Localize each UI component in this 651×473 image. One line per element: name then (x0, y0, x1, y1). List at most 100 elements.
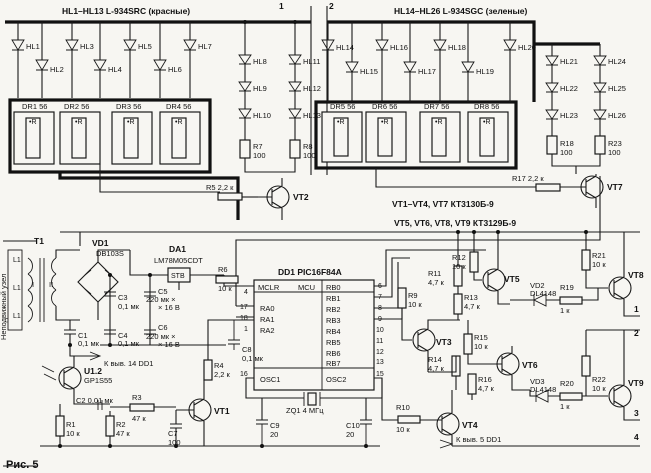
r5-resistor (217, 192, 243, 201)
dr8-mark: •R (483, 119, 491, 126)
dr5-mark: •R (337, 119, 345, 126)
r1-resistor (55, 415, 65, 437)
r3-value: 47 к (132, 414, 146, 423)
r21-label: R21 (592, 251, 606, 260)
c7-label: C7 (168, 429, 178, 438)
c8-label: C8 (242, 345, 252, 354)
vt5-transistor (482, 232, 510, 305)
dr3-label: DR3 56 (116, 102, 141, 111)
node-label-2: 2 (329, 1, 334, 11)
c2-label: C2 0,01 мк (76, 396, 114, 405)
da1-type: LM78M05CDT (154, 256, 203, 265)
r13-value: 4,7 к (464, 302, 481, 311)
mcu-rb5: RB5 (326, 338, 341, 347)
vd1-type: DB103S (96, 249, 124, 258)
hl17-label: HL17 (418, 67, 436, 76)
c6-value-2: × 16 В (158, 340, 180, 349)
c5-value: 220 мк × (146, 295, 176, 304)
hl22-label: HL22 (560, 84, 578, 93)
u12-type: GP1S55 (84, 376, 112, 385)
hl9-label: HL9 (253, 84, 267, 93)
dr3-mark: •R (127, 119, 135, 126)
t1-l1-a: L1 (13, 257, 21, 264)
r16-value: 4,7 к (478, 384, 495, 393)
mcu-osc1: OSC1 (260, 375, 280, 384)
zq1-label: ZQ1 4 МГц (286, 406, 324, 415)
r7-label: R7 (253, 142, 263, 151)
r12-value: 10 к (452, 262, 466, 271)
c4-label: C4 (118, 331, 128, 340)
node-label-3-right: 3 (634, 408, 639, 418)
vt8-label: VT8 (628, 270, 644, 280)
vt7-label: VT7 (607, 182, 623, 192)
red-leds-header: HL1–HL13 L-934SRC (красные) (62, 6, 190, 16)
dr2-label: DR2 56 (64, 102, 89, 111)
r2-value: 47 к (116, 429, 130, 438)
c6-label: C6 (158, 323, 168, 332)
c1-label: C1 (78, 331, 88, 340)
chip-dr6 (365, 111, 407, 163)
note-vt-npn: VT1–VT4, VT7 КТ3130Б-9 (392, 199, 494, 209)
chip-dr5 (321, 111, 363, 163)
led-group-red-1 (11, 22, 197, 98)
r1-value: 10 к (66, 429, 80, 438)
pin-16: 16 (240, 371, 248, 378)
pin-4: 4 (244, 289, 248, 296)
r20-value: 1 к (560, 402, 570, 411)
dr7-mark: •R (435, 119, 443, 126)
r6-value: 10 к (218, 284, 232, 293)
c5-value-2: × 16 В (158, 303, 180, 312)
r19-label: R19 (560, 283, 574, 292)
c1-value: 0,1 мк (78, 339, 100, 348)
pin-1: 1 (244, 326, 248, 333)
vt6-label: VT6 (522, 360, 538, 370)
r2-resistor (105, 415, 115, 437)
chip-dr4 (159, 111, 201, 165)
mcu-rb3: RB3 (326, 316, 341, 325)
r20-label: R20 (560, 379, 574, 388)
hl3-label: HL3 (80, 42, 94, 51)
da1-label: DA1 (169, 244, 186, 254)
r19-resistor (559, 296, 583, 305)
r21-resistor (581, 249, 591, 271)
hl12-label: HL12 (303, 84, 321, 93)
t1-l1-b: L1 (13, 285, 21, 292)
chip-array-left-frame (8, 98, 212, 174)
r23-label: R23 (608, 139, 622, 148)
hl10-label: HL10 (253, 111, 271, 120)
vt4-transistor (420, 390, 460, 446)
r23-value: 100 (608, 148, 621, 157)
t1-label: T1 (34, 236, 44, 246)
r17-resistor (535, 183, 561, 192)
c9-label: C9 (270, 421, 280, 430)
vd1-label: VD1 (92, 238, 109, 248)
mcu-rb2: RB2 (326, 305, 341, 314)
regulator-da1 (129, 250, 224, 290)
mcu-rb0: RB0 (326, 283, 341, 292)
dr4-mark: •R (175, 119, 183, 126)
c10-label: C10 (346, 421, 360, 430)
pin-15: 15 (376, 371, 384, 378)
pin-18: 18 (240, 315, 248, 322)
u12-label: U1.2 (84, 366, 102, 376)
r22-resistor (581, 355, 591, 377)
mcu-rb1: RB1 (326, 294, 341, 303)
r12-resistor (469, 251, 479, 273)
note-vt-pnp: VT5, VT6, VT8, VT9 КТ3129Б-9 (394, 218, 516, 228)
r19-value: 1 к (560, 306, 570, 315)
mcu-ra1: RA1 (260, 315, 275, 324)
dr6-label: DR6 56 (372, 102, 397, 111)
crystal-zq1 (262, 392, 366, 406)
r11-label: R11 (428, 269, 441, 278)
vt2-transistor (258, 178, 290, 220)
pin-10: 10 (376, 327, 384, 334)
hl20-label: HL20 (518, 43, 536, 52)
r1-label: R1 (66, 420, 76, 429)
node-label-2-right: 2 (634, 328, 639, 338)
led-column-green-2 (534, 42, 607, 174)
mcu-mcu: MCU (298, 283, 315, 292)
r13-resistor (453, 293, 463, 315)
vt2-label: VT2 (293, 192, 309, 202)
r6-resistor (215, 275, 239, 284)
dr6-mark: •R (381, 119, 389, 126)
